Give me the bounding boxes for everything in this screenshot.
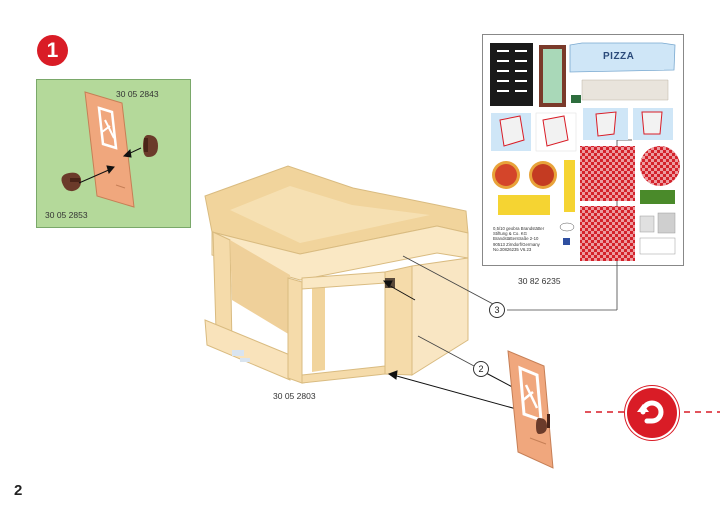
part-number-sticker-sheet: 30 82 6235 <box>518 276 561 286</box>
callout-2: 2 <box>473 361 489 377</box>
sticker-sheet-contents <box>490 42 680 261</box>
sticker-sheet-imprint: 0,5/10 geobra Brandstätter Stiftung & Co… <box>493 226 545 252</box>
inset-handle-right-illustration <box>143 135 158 157</box>
inset-handle-left-illustration <box>61 172 82 192</box>
step-number-badge: 1 <box>37 35 68 66</box>
part-number-building: 30 05 2803 <box>273 391 316 401</box>
page-number: 2 <box>14 482 23 499</box>
part-number-door: 30 05 2843 <box>116 89 159 99</box>
callout-3: 3 <box>489 302 505 318</box>
pizzeria-building-illustration <box>204 165 469 384</box>
next-page-button[interactable] <box>627 388 677 438</box>
turn-page-arrow-icon <box>637 400 664 424</box>
inset-door-illustration <box>84 91 135 208</box>
door-illustration <box>507 350 554 469</box>
part-number-handles: 30 05 2853 <box>45 210 88 220</box>
pizza-sign-text: PIZZA <box>603 51 635 62</box>
